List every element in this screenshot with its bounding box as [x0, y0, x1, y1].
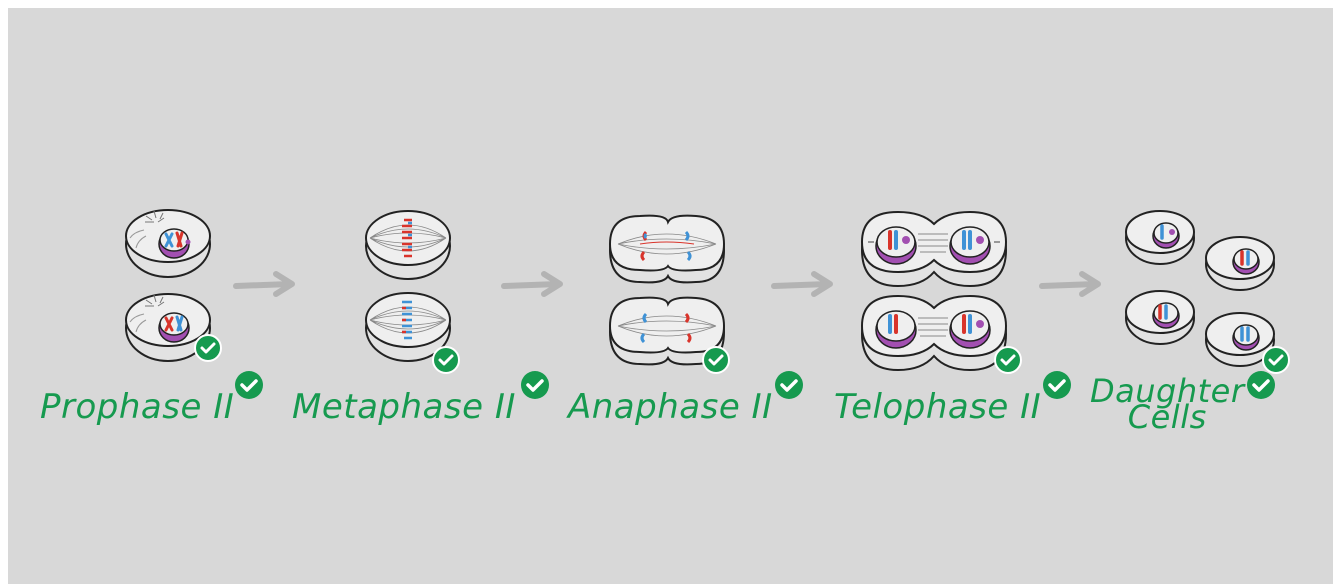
right-arrow-icon — [771, 271, 833, 297]
check-circle-icon — [1247, 371, 1275, 399]
check-circle-icon — [775, 371, 803, 399]
daughter-cell-3 — [1125, 290, 1195, 345]
check-circle-icon — [1262, 346, 1290, 374]
check-circle-icon — [235, 371, 263, 399]
telophase-ii-illustration — [860, 210, 1022, 374]
label-daughter-cells-line1: Daughter — [1090, 372, 1245, 410]
label-daughter-cells-line2: Cells — [1127, 398, 1207, 436]
label-anaphase-ii: Anaphase II — [568, 387, 773, 427]
label-telophase-ii: Telophase II — [834, 387, 1042, 427]
metaphase-cell-bottom — [365, 292, 451, 362]
right-arrow-icon — [1039, 271, 1101, 297]
metaphase-cell-top — [365, 210, 451, 280]
check-circle-icon — [194, 334, 222, 362]
prophase-cell-bottom — [125, 293, 211, 362]
anaphase-ii-illustration — [608, 214, 730, 374]
right-arrow-icon — [501, 271, 563, 297]
diagram-canvas: Prophase II Metaphase II Anaphase II Tel… — [8, 8, 1333, 584]
telophase-cell-top — [860, 210, 1008, 288]
metaphase-ii-illustration — [365, 210, 460, 374]
anaphase-cell-bottom — [608, 296, 726, 366]
check-circle-icon — [521, 371, 549, 399]
check-circle-icon — [1043, 371, 1071, 399]
check-circle-icon — [432, 346, 460, 374]
daughter-cell-1 — [1125, 210, 1195, 265]
check-circle-icon — [994, 346, 1022, 374]
label-daughter-cells: Daughter Cells — [1090, 372, 1245, 436]
daughter-cell-2 — [1205, 236, 1275, 291]
right-arrow-icon — [233, 271, 295, 297]
daughter-cell-4 — [1205, 312, 1275, 367]
telophase-cell-bottom — [860, 294, 1008, 372]
label-metaphase-ii: Metaphase II — [292, 387, 516, 427]
daughter-cells-illustration — [1125, 210, 1290, 374]
prophase-cell-top — [125, 209, 211, 278]
anaphase-cell-top — [608, 214, 726, 284]
check-circle-icon — [702, 346, 730, 374]
label-prophase-ii: Prophase II — [40, 387, 235, 427]
prophase-ii-illustration — [125, 209, 222, 362]
